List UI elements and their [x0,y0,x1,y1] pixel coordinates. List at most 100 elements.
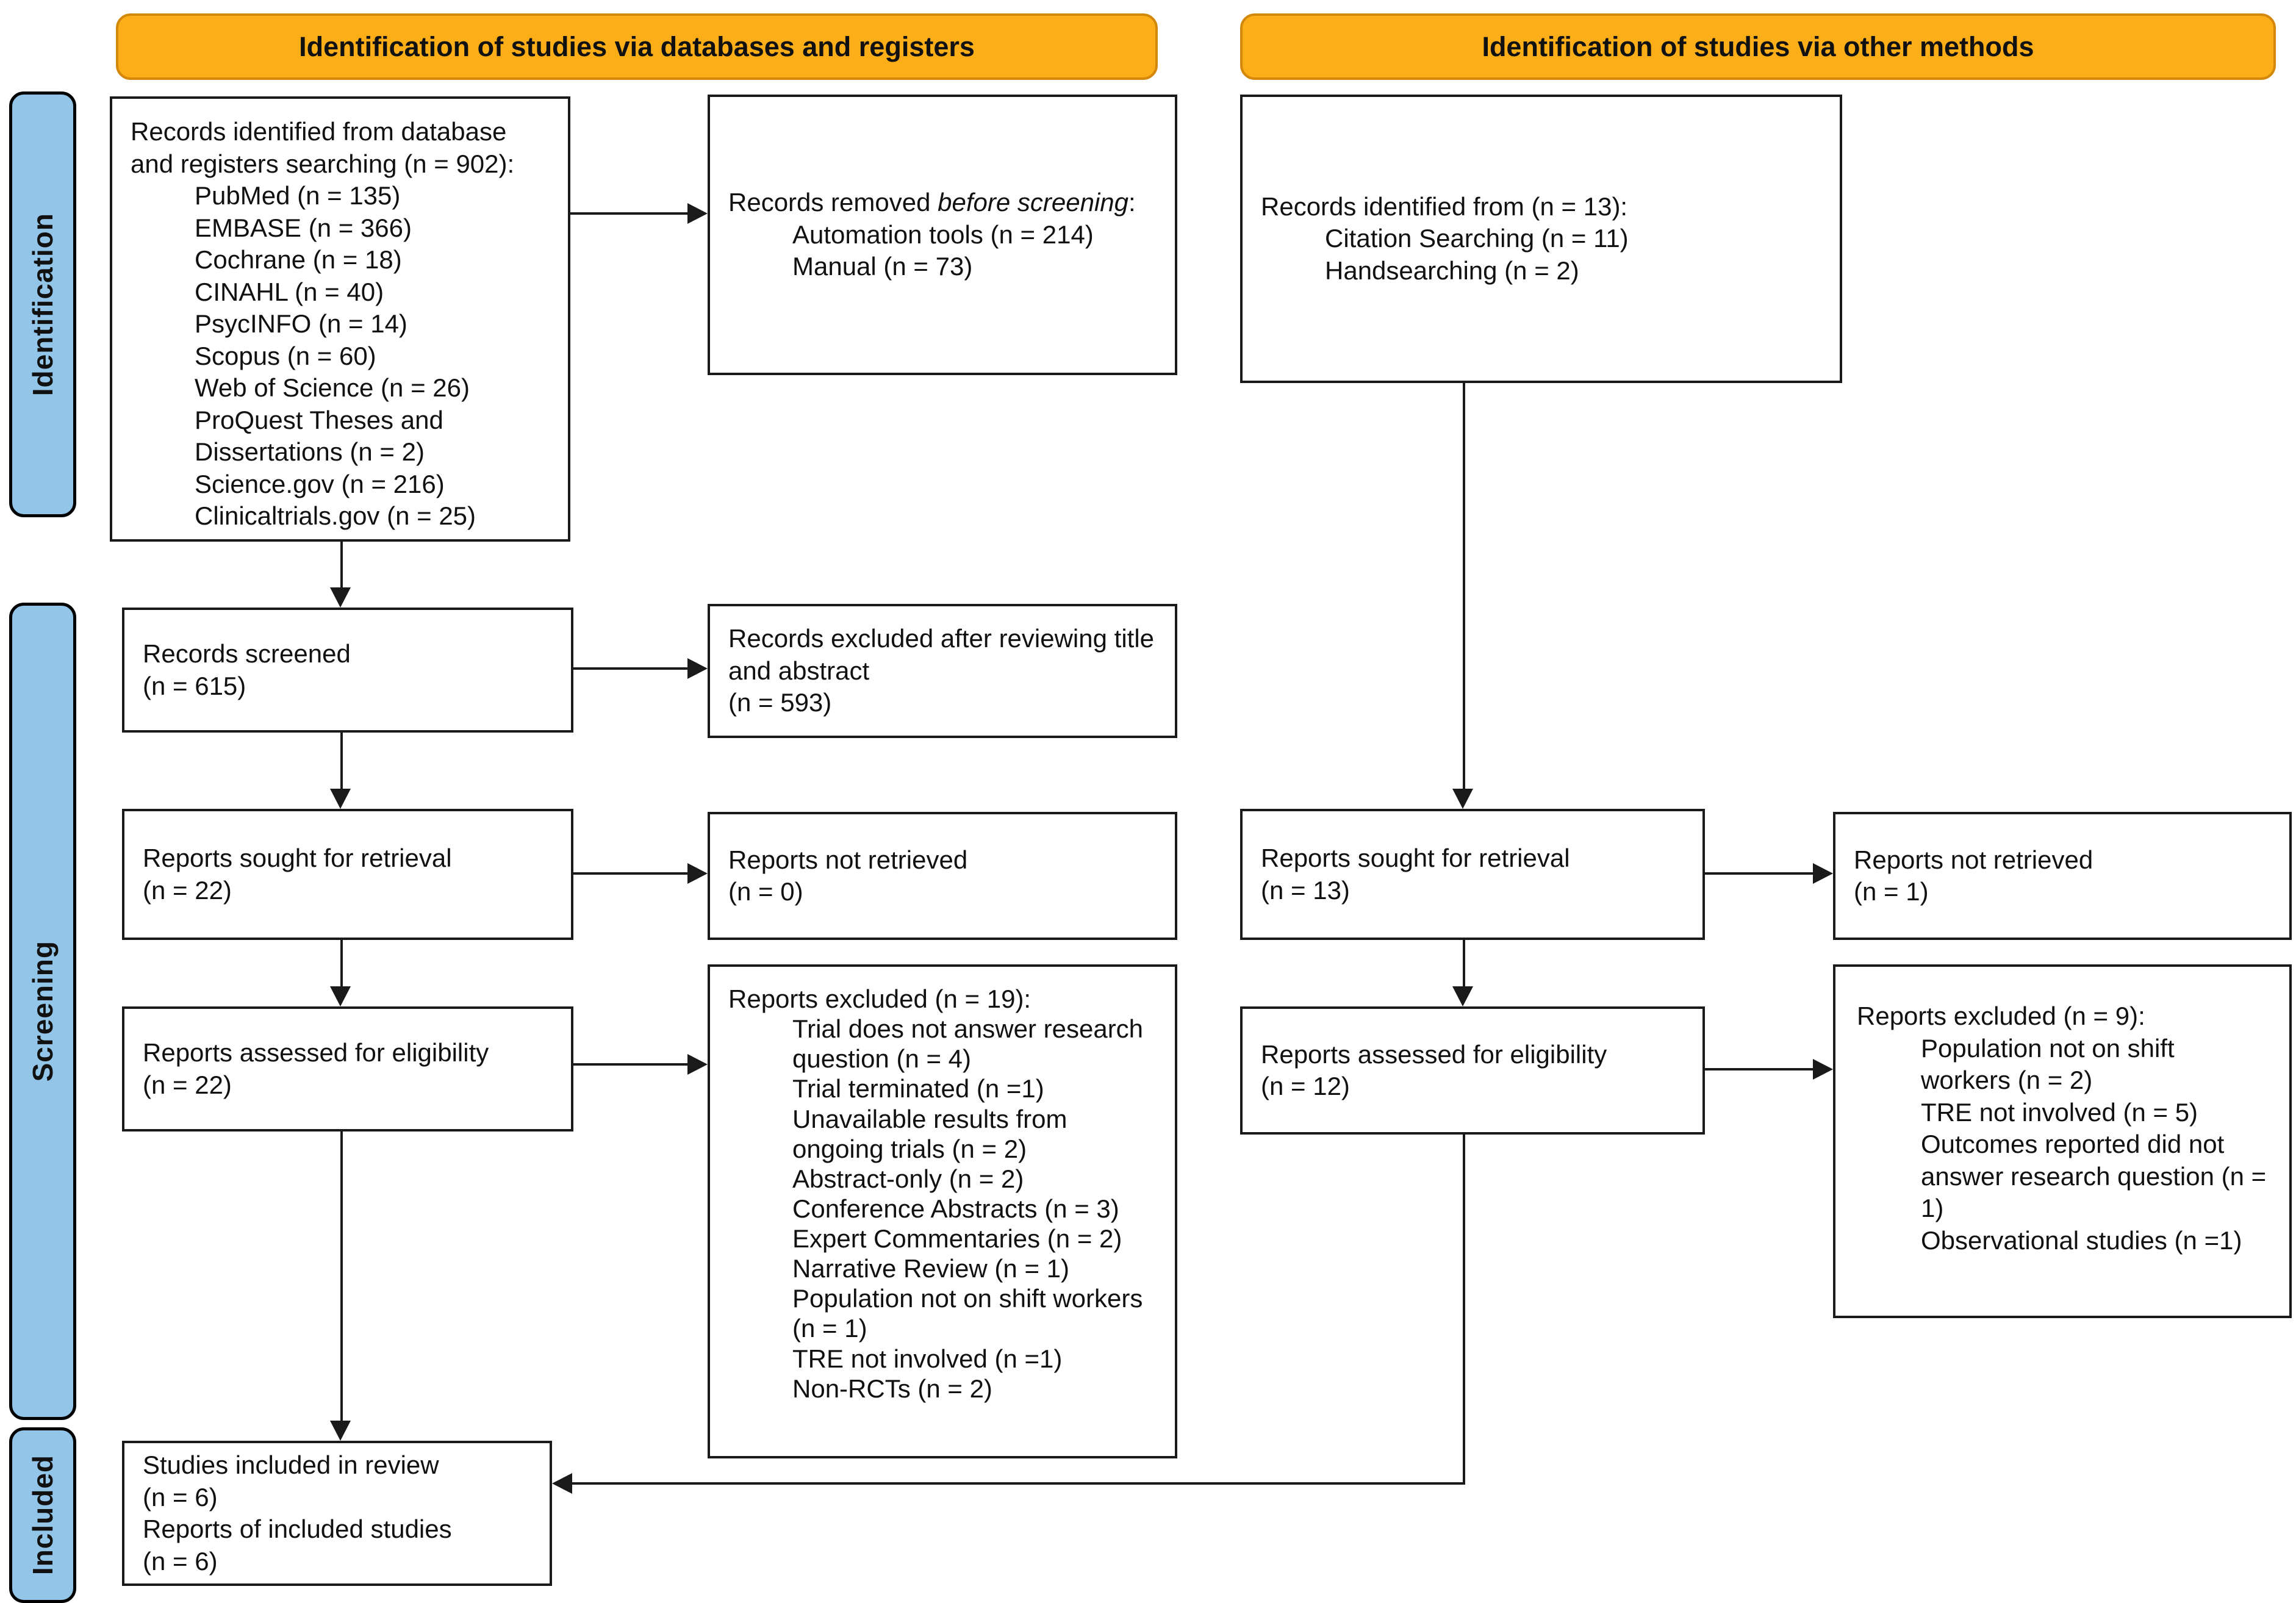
list-line: (n = 13) [1261,875,1350,905]
box-records-identified-databases-intro: Records identified from database and reg… [131,117,515,178]
list-line: Science.gov (n = 216) [195,469,445,498]
box-reports-assessed-other: Reports assessed for eligibility (n = 12) [1240,1006,1705,1135]
arrow-assessed-to-excluded-db-line [573,1063,687,1066]
list-line: (n = 0) [728,877,803,906]
box-records-excluded-lines: Records excluded after reviewing title a… [728,623,1157,719]
box-records-excluded: Records excluded after reviewing title a… [708,604,1177,738]
stage-identification-label: Identification [27,212,59,396]
box-reports-not-retrieved-other-lines: Reports not retrieved (n = 1) [1854,844,2271,908]
list-line: Citation Searching (n = 11) [1325,224,1629,253]
arrow-sought-to-not-retrieved-other-line [1705,872,1813,875]
list-line: Reports assessed for eligibility [143,1038,489,1067]
stage-rail-included: Included [9,1427,76,1603]
list-line: (n = 1) [1854,877,1929,906]
list-line: (n = 6) [143,1546,218,1576]
list-line: TRE not involved (n =1) [792,1344,1063,1373]
box-reports-excluded-databases-items: Trial does not answer research question … [792,1014,1157,1404]
list-line: Trial terminated (n =1) [792,1074,1044,1103]
list-line: Scopus (n = 60) [195,341,376,370]
list-line: TRE not involved (n = 5) [1921,1097,2198,1127]
connector-other-to-included-line [572,1482,1465,1485]
arrow-identified-to-removed-head [687,203,708,224]
list-line: PsycINFO (n = 14) [195,309,407,338]
list-line: Cochrane (n = 18) [195,245,402,274]
connector-other-assessed-down-line [1463,1135,1465,1485]
box-reports-excluded-other-intro: Reports excluded (n = 9): [1857,1002,2145,1030]
list-line: Handsearching (n = 2) [1325,256,1579,285]
arrow-assessed-to-included-head [330,1421,351,1441]
list-line: Reports assessed for eligibility [1261,1039,1607,1069]
list-line: Reports not retrieved [728,845,968,874]
list-line: Expert Commentaries (n = 2) [792,1224,1122,1253]
list-line: Narrative Review (n = 1) [792,1254,1069,1283]
list-line: (n = 22) [143,875,232,905]
box-reports-assessed-databases-lines: Reports assessed for eligibility(n = 22) [143,1037,553,1101]
list-line: Reports of included studies [143,1515,452,1543]
list-line: Reports sought for retrieval [1261,844,1570,872]
list-line: Records excluded after reviewing title a… [728,624,1155,685]
stage-rail-identification: Identification [9,91,76,517]
list-line: Manual (n = 73) [792,252,973,281]
stage-screening-label: Screening [27,941,59,1082]
box-reports-not-retrieved-databases: Reports not retrieved (n = 0) [708,812,1177,940]
box-studies-included: Studies included in review (n = 6) Reports… [122,1441,552,1586]
box-records-identified-databases-items: PubMed (n = 135)EMBASE (n = 366)Cochrane… [195,180,550,533]
arrow-sought-to-assessed-db-line [340,940,343,988]
list-line: Studies included in review [143,1451,439,1479]
arrow-assessed-to-excluded-other-head [1813,1059,1833,1080]
box-records-identified-databases: Records identified from database and reg… [110,96,570,542]
arrow-other-identified-to-sought-line [1463,383,1465,790]
arrow-identified-to-screened-line [340,542,343,589]
list-line: Automation tools (n = 214) [792,220,1094,249]
arrow-screened-to-sought-line [340,733,343,790]
arrow-screened-to-sought-head [330,789,351,809]
list-line: Outcomes reported did not answer researc… [1921,1130,2267,1222]
stage-included-label: Included [27,1455,59,1576]
list-line: (n = 12) [1261,1072,1350,1100]
arrow-screened-to-excluded-line [573,667,687,670]
list-line: Trial does not answer research question … [792,1014,1144,1074]
list-line: Population not on shift workers (n = 2) [1921,1033,2175,1095]
arrow-screened-to-excluded-head [687,658,708,679]
box-records-screened: Records screened (n = 615) [122,608,573,733]
list-line: Records screened [143,639,351,668]
list-line: Conference Abstracts (n = 3) [792,1194,1119,1223]
box-reports-not-retrieved-databases-lines: Reports not retrieved (n = 0) [728,844,1157,908]
arrow-sought-to-not-retrieved-db-head [687,863,708,884]
records-removed-intro-plain: Records removed [728,188,938,217]
list-line: Web of Science (n = 26) [195,373,470,402]
list-line: Clinicaltrials.gov (n = 25) [195,501,476,530]
box-reports-sought-databases-lines: Reports sought for retrieval (n = 22) [143,842,553,906]
list-line: Non-RCTs (n = 2) [792,1374,992,1403]
arrow-sought-to-assessed-other-line [1463,940,1465,988]
list-line: EMBASE (n = 366) [195,213,412,242]
list-line: CINAHL (n = 40) [195,277,384,306]
arrow-assessed-to-excluded-db-head [687,1054,708,1075]
arrow-other-identified-to-sought-head [1452,789,1473,809]
arrow-sought-to-not-retrieved-db-line [573,872,687,875]
arrow-assessed-to-excluded-other-line [1705,1068,1813,1070]
box-records-identified-other: Records identified from (n = 13): Citati… [1240,95,1842,383]
stage-rail-screening: Screening [9,603,76,1420]
box-reports-sought-databases: Reports sought for retrieval (n = 22) [122,809,573,940]
box-reports-excluded-other-items: Population not on shift workers (n = 2)T… [1921,1033,2268,1257]
list-line: Reports not retrieved [1854,845,2093,874]
box-records-identified-other-intro: Records identified from (n = 13): [1261,192,1628,221]
arrow-assessed-to-included-line [340,1131,343,1422]
list-line: (n = 615) [143,671,246,700]
box-records-identified-other-items: Citation Searching (n = 11) Handsearching… [1325,223,1821,287]
box-reports-not-retrieved-other: Reports not retrieved (n = 1) [1833,812,2292,940]
connector-other-to-included-head [552,1473,572,1494]
box-reports-sought-other-lines: Reports sought for retrieval (n = 13) [1261,842,1684,906]
list-line: Reports sought for retrieval [143,844,452,872]
box-reports-excluded-databases-intro: Reports excluded (n = 19): [728,984,1031,1013]
box-records-removed-intro: Records removed before screening: [728,187,1157,219]
box-records-removed: Records removed before screening: Automa… [708,95,1177,375]
header-databases-registers: Identification of studies via databases … [116,13,1158,80]
arrow-identified-to-screened-head [330,587,351,608]
list-line: Unavailable results from ongoing trials … [792,1104,1067,1163]
list-line: Population not on shift workers (n = 1) [792,1284,1143,1343]
list-line: (n = 593) [728,688,832,717]
header-databases-registers-label: Identification of studies via databases … [299,30,975,62]
